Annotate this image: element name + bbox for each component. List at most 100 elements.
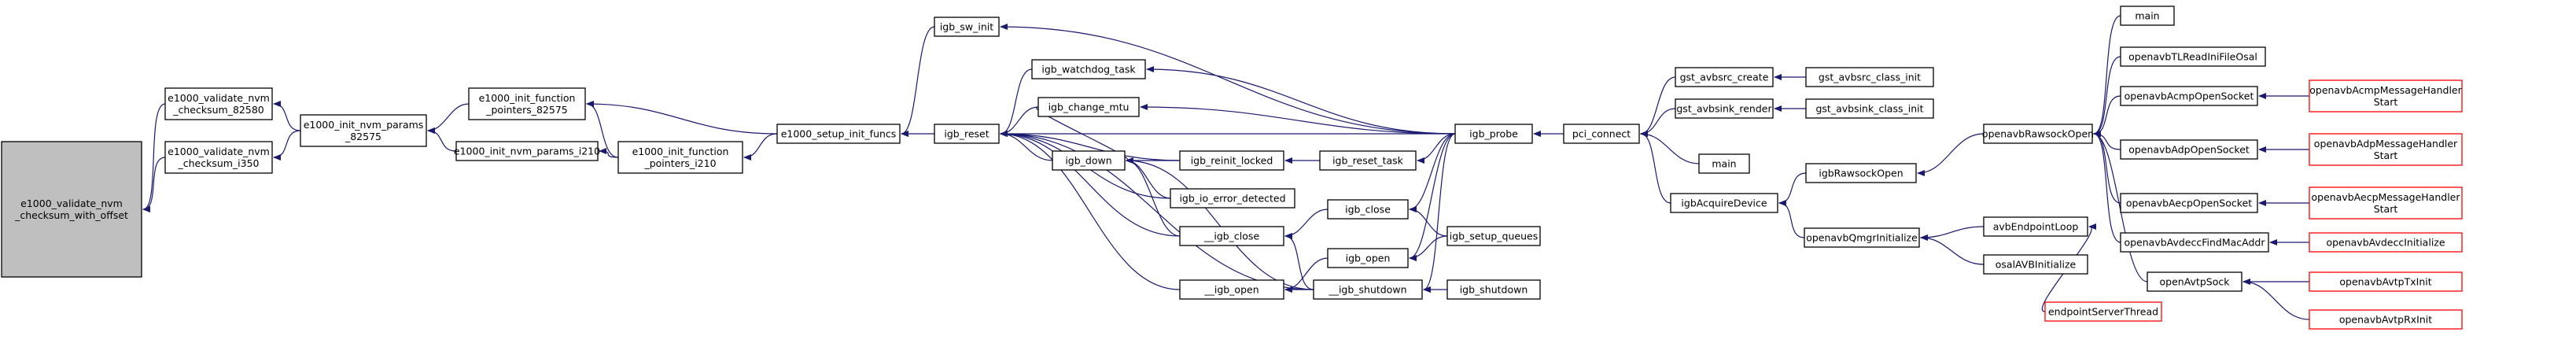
node-box	[2120, 232, 2269, 253]
edge-osal-to-qmgr	[1920, 234, 1985, 265]
edge-main1-to-pci	[1640, 131, 1700, 164]
node-label: gst_avbsink_render	[1676, 103, 1772, 115]
node-label: main	[2135, 10, 2159, 22]
edge-close-to-uclose	[1284, 209, 1329, 239]
edge-qmgr-to-acquire	[1778, 200, 1805, 238]
graph-node-swinit[interactable]: igb_sw_init	[934, 17, 1000, 37]
node-label: openavbAvtpRxInit	[2339, 314, 2432, 326]
graph-node-acmp[interactable]: openavbAcmpOpenSocket	[2120, 86, 2258, 106]
graph-node-resettask[interactable]: igb_reset_task	[1319, 150, 1417, 171]
graph-node-txinit[interactable]: openavbAvtpTxInit	[2309, 271, 2463, 292]
graph-node-reinit[interactable]: igb_reinit_locked	[1179, 150, 1284, 171]
graph-node-rawsock[interactable]: igbRawsockOpen	[1805, 163, 1917, 183]
edge-epl-to-qmgr	[1920, 226, 1985, 241]
node-box	[1983, 216, 2088, 237]
node-label: e1000_validate_nvm	[20, 197, 123, 209]
graph-node-nfpi210[interactable]: e1000_init_function_pointers_i210	[617, 141, 743, 174]
node-box	[1313, 279, 1423, 300]
graph-node-uclose[interactable]: __igb_close	[1179, 226, 1284, 246]
graph-node-down[interactable]: igb_down	[1052, 150, 1126, 171]
node-box	[2309, 232, 2463, 253]
graph-node-shutdown[interactable]: igb_shutdown	[1446, 279, 1541, 300]
node-box	[2309, 271, 2463, 292]
node-box	[1675, 98, 1774, 119]
graph-node-srcclass[interactable]: gst_avbsrc_class_init	[1805, 67, 1934, 87]
graph-node-mtu[interactable]: igb_change_mtu	[1037, 97, 1140, 117]
node-label: e1000_validate_nvm	[168, 92, 270, 104]
node-label: openavbAvdeccFindMacAddr	[2124, 237, 2265, 249]
edge-uopen-to-reset	[1000, 131, 1181, 290]
graph-node-qmgr[interactable]: openavbQmgrInitialize	[1804, 227, 1920, 248]
graph-node-srccreate[interactable]: gst_avbsrc_create	[1675, 67, 1774, 87]
graph-node-est[interactable]: endpointServerThread	[2044, 301, 2162, 322]
node-label: openavbQmgrInitialize	[1806, 232, 1918, 244]
graph-node-uopen[interactable]: __igb_open	[1179, 279, 1284, 300]
node-label: igb_watchdog_task	[1041, 64, 1136, 76]
node-box	[2044, 301, 2162, 322]
graph-node-ushutdown[interactable]: __igb_shutdown	[1313, 279, 1423, 300]
node-label: igb_change_mtu	[1048, 102, 1130, 113]
graph-node-nsetup[interactable]: e1000_setup_init_funcs	[776, 124, 901, 144]
node-box	[2309, 309, 2463, 330]
graph-node-acquire[interactable]: igbAcquireDevice	[1670, 193, 1778, 213]
node-label: e1000_init_function	[632, 146, 729, 157]
graph-node-osal[interactable]: osalAVBInitialize	[1983, 254, 2088, 275]
graph-node-reset[interactable]: igb_reset	[934, 124, 1000, 144]
graph-node-nfp82575[interactable]: e1000_init_function_pointers_82575	[468, 87, 586, 120]
node-box	[1319, 150, 1417, 171]
edge-acmp-to-openraw	[2093, 95, 2121, 137]
node-label: _checksum_82580	[172, 104, 264, 116]
graph-node-main1[interactable]: main	[1698, 153, 1750, 174]
graph-node-ioerr[interactable]: igb_io_error_detected	[1170, 188, 1295, 209]
graph-node-aecp[interactable]: openavbAecpOpenSocket	[2120, 193, 2258, 213]
graph-node-open[interactable]: igb_open	[1327, 248, 1409, 268]
node-box	[1327, 248, 1409, 268]
node-box	[164, 141, 273, 174]
edge-rawsock-to-acquire	[1778, 172, 1807, 206]
node-label: igb_close	[1345, 204, 1391, 216]
graph-node-ni350[interactable]: e1000_validate_nvm_checksum_i350	[164, 141, 273, 174]
graph-node-findmac[interactable]: openavbAvdeccFindMacAddr	[2120, 232, 2269, 253]
node-box	[2120, 86, 2258, 106]
node-label: igb_probe	[1469, 128, 1518, 140]
graph-node-n82580[interactable]: e1000_validate_nvm_checksum_82580	[164, 87, 273, 120]
graph-node-main2[interactable]: main	[2120, 6, 2175, 26]
node-box	[1446, 226, 1541, 246]
edge-probe-to-watchdog	[1146, 66, 1456, 135]
edge-probe-to-ushutdown	[1423, 133, 1456, 293]
node-label: igb_reinit_locked	[1191, 155, 1273, 167]
node-label: e1000_init_function	[479, 92, 576, 104]
graph-node-rxinit[interactable]: openavbAvtpRxInit	[2309, 309, 2463, 330]
node-box	[1179, 150, 1284, 171]
graph-node-avtpsock[interactable]: openAvtpSock	[2147, 271, 2242, 292]
graph-node-adp[interactable]: openavbAdpOpenSocket	[2120, 139, 2258, 160]
graph-node-close[interactable]: igb_close	[1327, 199, 1409, 220]
edge-reinit-to-reset	[1000, 131, 1181, 161]
graph-node-avdeccinit[interactable]: openavbAvdeccInitialize	[2309, 232, 2463, 253]
graph-node-pci[interactable]: pci_connect	[1563, 124, 1640, 144]
node-label: e1000_validate_nvm	[168, 146, 270, 157]
graph-node-tlread[interactable]: openavbTLReadIniFileOsal	[2120, 46, 2266, 67]
node-label: osalAVBInitialize	[1996, 259, 2077, 271]
graph-node-openraw[interactable]: openavbRawsockOpen	[1982, 124, 2094, 144]
graph-node-sinkclass[interactable]: gst_avbsink_class_init	[1805, 98, 1934, 119]
graph-node-epl[interactable]: avbEndpointLoop	[1983, 216, 2088, 237]
graph-node-np82575[interactable]: e1000_init_nvm_params_82575	[300, 114, 427, 147]
edge-uclose-to-reset	[1000, 131, 1181, 237]
node-label: igb_sw_init	[940, 21, 993, 33]
node-box	[1805, 98, 1934, 119]
node-box	[2120, 193, 2258, 213]
graph-node-sinkrender[interactable]: gst_avbsink_render	[1675, 98, 1774, 119]
node-box	[2309, 186, 2463, 220]
graph-node-watchdog[interactable]: igb_watchdog_task	[1031, 59, 1146, 79]
edge-nfp82575-to-np82575	[427, 103, 470, 134]
node-label: e1000_init_nvm_params	[304, 119, 424, 131]
graph-node-root[interactable]: e1000_validate_nvm_checksum_with_offset	[1, 141, 142, 278]
edge-sinkrender-to-pci	[1640, 108, 1676, 137]
graph-node-setupq[interactable]: igb_setup_queues	[1446, 226, 1541, 246]
graph-node-npi210[interactable]: e1000_init_nvm_params_i210	[454, 141, 600, 161]
graph-node-probe[interactable]: igb_probe	[1454, 124, 1533, 144]
